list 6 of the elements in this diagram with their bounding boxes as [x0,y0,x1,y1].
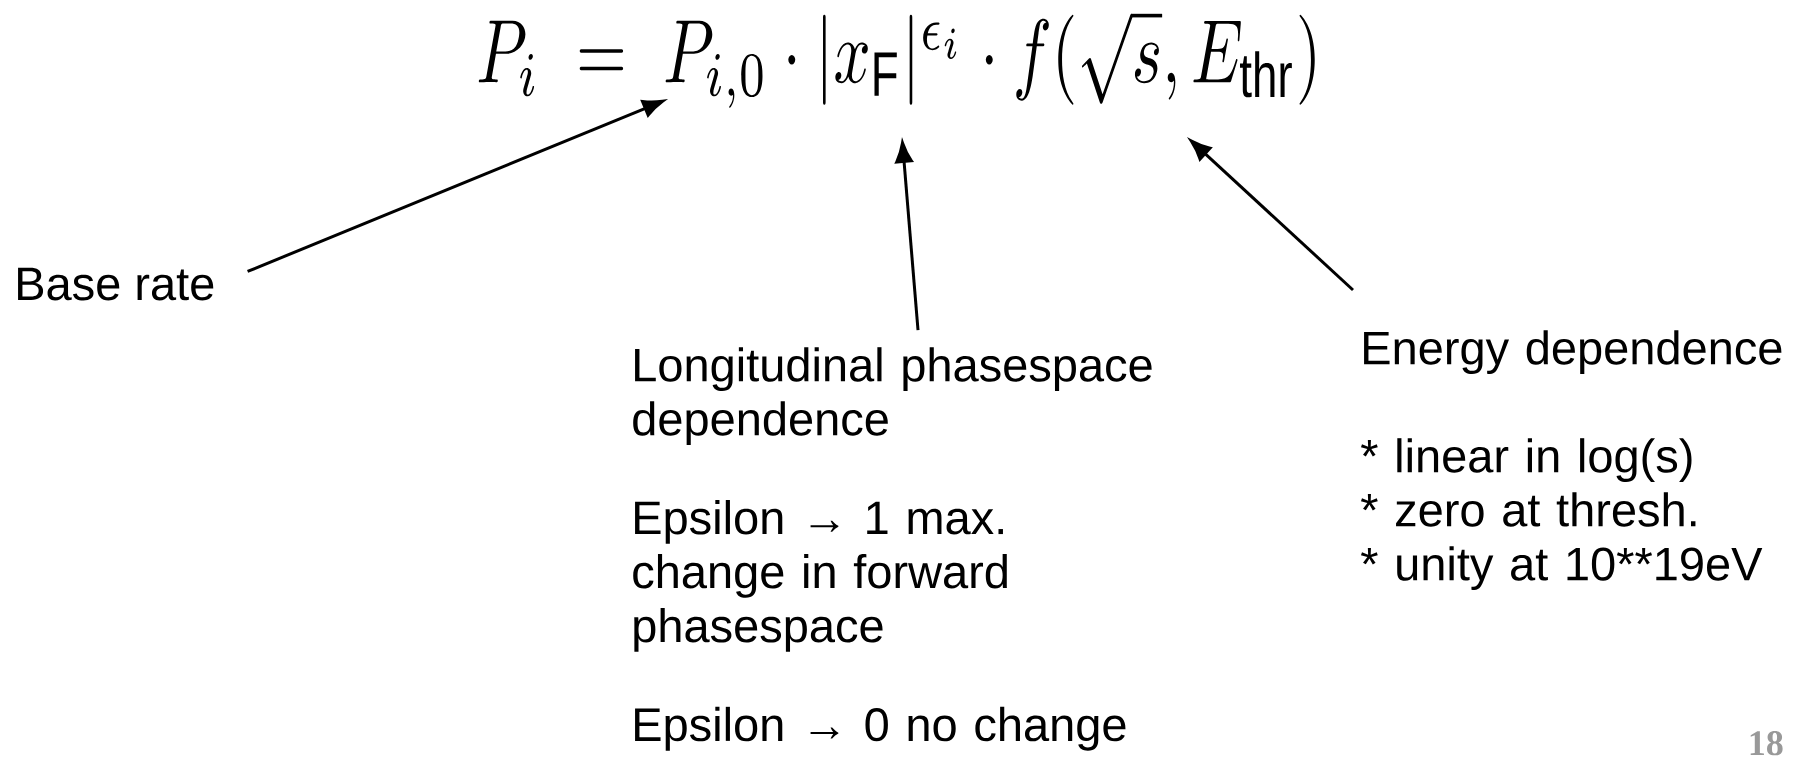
annotation-text: Longitudinal phasespace dependence Epsilon → 1 max. change in forward phasespace Epsilon → 0 no change [633,347,1152,751]
page-number: 18 [1750,731,1783,756]
annotation-text: Base rate [18,267,214,301]
arrow [1189,139,1355,292]
formula: $P_i \;=\; P_{i,0}\cdot|x_{\mathrm{F}}|^{\epsilon_i}\cdot f(\sqrt{s},E_{\mathrm{thr}})$ [478,13,1315,108]
annotation-text: Energy dependence * linear in log(s) * zero at thresh. * unity at 10**19eV [1360,330,1782,590]
